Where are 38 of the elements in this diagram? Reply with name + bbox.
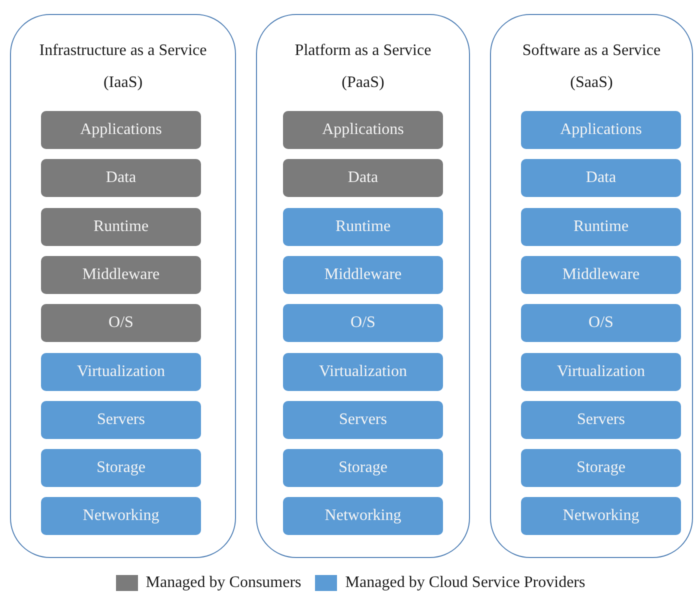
stack-layer: Middleware bbox=[41, 256, 201, 294]
stack-layer: Middleware bbox=[283, 256, 443, 294]
service-panel bbox=[256, 14, 470, 558]
stack-layer: Runtime bbox=[521, 208, 681, 246]
stack-layer: Virtualization bbox=[521, 352, 681, 390]
stack-layer: O/S bbox=[283, 304, 443, 342]
stack-layer: Virtualization bbox=[283, 352, 443, 390]
panel-abbreviation: (PaaS) bbox=[340, 74, 386, 92]
service-panel bbox=[490, 14, 693, 558]
stack-layer: Servers bbox=[283, 400, 443, 439]
panel-title: Infrastructure as a Service bbox=[38, 42, 208, 60]
stack-layer: Servers bbox=[521, 400, 681, 439]
stack-layer: Data bbox=[521, 159, 681, 198]
stack-layer: Data bbox=[41, 159, 201, 198]
stack-layer: O/S bbox=[521, 304, 681, 342]
stack-layer: Storage bbox=[521, 449, 681, 488]
stack-layer: Networking bbox=[283, 497, 443, 536]
panel-title: Software as a Service bbox=[521, 42, 662, 60]
legend-label: Managed by Cloud Service Providers bbox=[345, 574, 586, 592]
stack-layer: Networking bbox=[521, 497, 681, 536]
stack-layer: Applications bbox=[521, 111, 681, 149]
stack-layer: Storage bbox=[41, 449, 201, 488]
stack-layer: Servers bbox=[41, 400, 201, 439]
legend-label: Managed by Consumers bbox=[146, 574, 302, 592]
stack-layer: Applications bbox=[283, 111, 443, 149]
panel-abbreviation: (SaaS) bbox=[569, 74, 614, 92]
panel-title: Platform as a Service bbox=[294, 42, 432, 60]
stack-layer: Runtime bbox=[41, 208, 201, 246]
stack-layer: O/S bbox=[41, 304, 201, 342]
stack-layer: Data bbox=[283, 159, 443, 198]
stack-layer: Runtime bbox=[283, 208, 443, 246]
panel-abbreviation: (IaaS) bbox=[102, 74, 144, 92]
service-panel bbox=[10, 14, 236, 558]
stack-layer: Storage bbox=[283, 449, 443, 488]
stack-layer: Middleware bbox=[521, 256, 681, 294]
stack-layer: Applications bbox=[41, 111, 201, 149]
stack-layer: Networking bbox=[41, 497, 201, 536]
stack-layer: Virtualization bbox=[41, 352, 201, 390]
